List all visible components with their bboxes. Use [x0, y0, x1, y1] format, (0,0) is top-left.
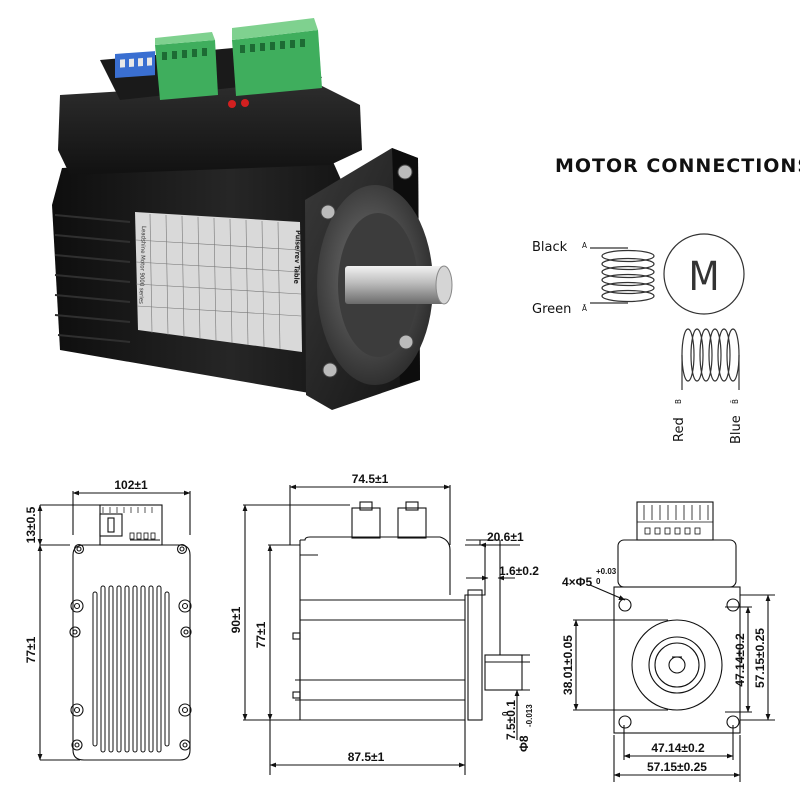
terminal-block-right	[232, 18, 322, 96]
side-shaft-tol-lower: -0.013	[525, 704, 534, 727]
flange-view-drawing	[573, 501, 775, 782]
pulse-rev-label: Pulse/rev Table Leadshine Motor 9000 ser…	[135, 212, 302, 352]
side-body-height-dim: 77±1	[254, 621, 268, 648]
wire-red-pin: B	[674, 399, 683, 404]
flange-holes-tol-lower: 0	[596, 577, 601, 586]
coil-b-icon	[681, 328, 740, 390]
flange-outline-v-dim: 57.15±0.25	[753, 628, 767, 688]
flange-hole-spacing-v-dim: 47.14±0.2	[733, 633, 747, 687]
motor-symbol-icon	[663, 233, 745, 315]
terminal-block-left	[155, 32, 218, 100]
side-flange-offset-dim: 20.6±1	[487, 530, 524, 544]
side-top-length-dim: 74.5±1	[352, 472, 389, 486]
wire-blue-pin: B̄	[730, 399, 740, 404]
dip-switch	[115, 51, 155, 78]
flange-holes-dim: 4×Φ5	[562, 575, 593, 589]
wire-black-pin: A	[582, 241, 587, 250]
front-height-dim: 77±1	[24, 636, 38, 663]
wire-green-pin: Ā	[582, 303, 587, 313]
side-bottom-length-dim: 87.5±1	[348, 750, 385, 764]
side-shaft-tol-upper: 0	[501, 711, 510, 716]
led-icon	[228, 100, 236, 108]
wire-blue-label: Blue	[729, 415, 744, 444]
flange-holes-tol-upper: +0.03	[596, 567, 617, 576]
mount-bolt-icon	[397, 164, 413, 180]
mount-bolt-icon	[322, 362, 338, 378]
wire-green-label: Green	[532, 302, 571, 317]
motor-shaft	[345, 265, 453, 305]
motor-connections-heading: MOTOR CONNECTIONS	[555, 155, 800, 177]
flange-outline-h-dim: 57.15±0.25	[647, 760, 707, 774]
motor-body: Pulse/rev Table Leadshine Motor 9000 ser…	[52, 18, 362, 400]
side-shaft-flat-dim: 7.5±0.1	[504, 700, 518, 740]
led-icon	[241, 99, 249, 107]
side-height-total-dim: 90±1	[229, 606, 243, 633]
side-shaft-diameter-dim: Φ8	[517, 735, 531, 752]
pulse-rev-note: Leadshine Motor 9000 series	[137, 226, 147, 304]
mount-bolt-icon	[320, 204, 336, 220]
front-width-dim: 102±1	[114, 478, 148, 492]
wire-red-label: Red	[672, 417, 687, 442]
motor-symbol-letter: M	[688, 254, 719, 300]
pulse-rev-title: Pulse/rev Table	[292, 230, 302, 284]
front-view-drawing	[37, 490, 192, 761]
motor-photo: Pulse/rev Table Leadshine Motor 9000 ser…	[52, 18, 453, 410]
side-view-drawing	[242, 484, 530, 775]
flange-pilot-dim: 38.01±0.05	[561, 635, 575, 695]
wire-black-label: Black	[532, 240, 568, 255]
mount-bolt-icon	[398, 334, 414, 350]
flange-hole-spacing-h-dim: 47.14±0.2	[651, 741, 705, 755]
coil-a-icon	[590, 247, 655, 304]
front-top-dim: 13±0.5	[24, 506, 38, 543]
side-flange-thickness-dim: 1.6±0.2	[499, 564, 539, 578]
motor-connections-diagram: MOTOR CONNECTIONS Black A Green Ā M	[532, 155, 800, 444]
